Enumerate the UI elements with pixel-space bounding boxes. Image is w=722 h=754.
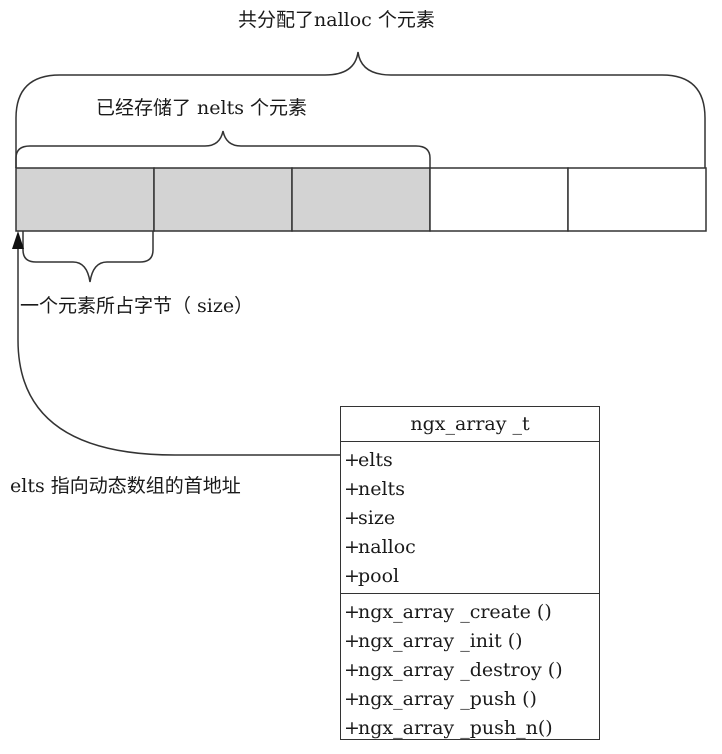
attribute-name: elts xyxy=(358,449,393,471)
attribute-row: +nalloc xyxy=(344,533,599,562)
size-label: 一个元素所占字节（ size） xyxy=(20,295,254,317)
elts-pointer-label: elts 指向动态数组的首地址 xyxy=(10,475,241,497)
free-element-cell-4 xyxy=(429,167,569,232)
method-row: +ngx_array _push_n() xyxy=(344,714,599,743)
public-visibility-symbol: + xyxy=(344,688,360,710)
attribute-name: size xyxy=(358,507,396,529)
nalloc-brace xyxy=(15,51,706,168)
attribute-row: +size xyxy=(344,504,599,533)
public-visibility-symbol: + xyxy=(344,449,360,471)
nalloc-label: 共分配了nalloc 个元素 xyxy=(238,9,435,31)
method-row: +ngx_array _push () xyxy=(344,685,599,714)
elts-pointer-arrowhead xyxy=(12,231,24,249)
attribute-name: nelts xyxy=(358,478,405,500)
class-name: ngx_array _t xyxy=(341,407,599,442)
elts-pointer-line xyxy=(17,245,340,456)
public-visibility-symbol: + xyxy=(344,630,360,652)
attribute-name: nalloc xyxy=(358,536,416,558)
public-visibility-symbol: + xyxy=(344,478,360,500)
class-methods: +ngx_array _create ()+ngx_array _init ()… xyxy=(341,594,599,745)
method-name: ngx_array _init () xyxy=(358,630,523,652)
public-visibility-symbol: + xyxy=(344,565,360,587)
free-element-cell-5 xyxy=(567,167,707,232)
nelts-label: 已经存储了 nelts 个元素 xyxy=(96,97,308,119)
public-visibility-symbol: + xyxy=(344,717,360,739)
method-row: +ngx_array _destroy () xyxy=(344,656,599,685)
nelts-brace xyxy=(15,130,431,168)
method-row: +ngx_array _init () xyxy=(344,627,599,656)
stored-element-cell-3 xyxy=(291,167,431,232)
method-name: ngx_array _destroy () xyxy=(358,659,563,681)
stored-element-cell-2 xyxy=(153,167,293,232)
stored-element-cell-1 xyxy=(15,167,155,232)
attribute-row: +elts xyxy=(344,446,599,475)
public-visibility-symbol: + xyxy=(344,601,360,623)
method-name: ngx_array _create () xyxy=(358,601,552,623)
class-attributes: +elts+nelts+size+nalloc+pool xyxy=(341,442,599,594)
attribute-row: +nelts xyxy=(344,475,599,504)
method-name: ngx_array _push_n() xyxy=(358,717,553,739)
size-brace xyxy=(22,231,154,283)
attribute-name: pool xyxy=(358,565,400,587)
ngx-array-t-class-box: ngx_array _t +elts+nelts+size+nalloc+poo… xyxy=(340,406,600,740)
attribute-row: +pool xyxy=(344,562,599,591)
public-visibility-symbol: + xyxy=(344,659,360,681)
method-row: +ngx_array _create () xyxy=(344,598,599,627)
array-cells xyxy=(15,167,707,232)
public-visibility-symbol: + xyxy=(344,507,360,529)
method-name: ngx_array _push () xyxy=(358,688,537,710)
public-visibility-symbol: + xyxy=(344,536,360,558)
